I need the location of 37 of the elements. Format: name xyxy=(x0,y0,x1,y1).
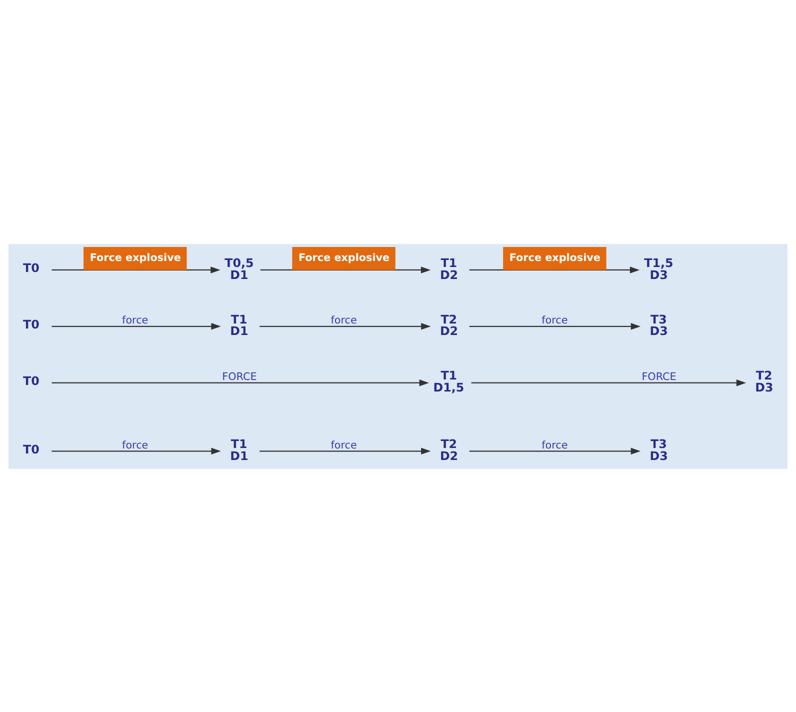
arrow xyxy=(471,378,746,386)
node-text: T1 D2 xyxy=(440,255,458,282)
node-text: T1 D1 xyxy=(230,436,248,462)
arrow xyxy=(260,447,431,454)
node-text: T1 D1 xyxy=(230,312,248,338)
edge-label: force xyxy=(330,314,357,326)
node-text: T3 D3 xyxy=(650,312,668,338)
node-text: T0 xyxy=(23,317,40,332)
edge-label: force xyxy=(122,438,148,451)
arrow xyxy=(52,322,221,330)
arrow xyxy=(52,266,220,273)
node-text: T0 xyxy=(23,260,40,275)
node-text: T1,5 D3 xyxy=(644,255,674,282)
node-text: T3 D3 xyxy=(650,436,668,462)
node-text: T1 D1,5 xyxy=(433,368,464,394)
arrow xyxy=(260,266,431,273)
edge-label: FORCE xyxy=(222,370,257,383)
arrow xyxy=(469,266,640,273)
edge-label: Force explosive xyxy=(90,251,181,264)
node-text: T0,5 D1 xyxy=(224,255,254,282)
edge-label: force xyxy=(122,314,148,326)
node-text: T2 D2 xyxy=(440,436,458,462)
arrow xyxy=(52,447,221,454)
edge-label: force xyxy=(542,314,568,326)
node-text: T2 D3 xyxy=(755,368,774,394)
edge-label: FORCE xyxy=(642,370,676,383)
edge-label: Force explosive xyxy=(298,251,390,264)
arrow xyxy=(260,322,431,330)
edge-label: Force explosive xyxy=(509,251,600,264)
arrow xyxy=(469,322,641,330)
edge-label: force xyxy=(330,438,357,451)
edge-label: force xyxy=(542,438,568,451)
arrow xyxy=(52,378,429,386)
node-text: T0 xyxy=(23,442,40,456)
arrow xyxy=(469,447,641,454)
node-text: T0 xyxy=(23,373,40,388)
node-text: T2 D2 xyxy=(440,312,458,338)
